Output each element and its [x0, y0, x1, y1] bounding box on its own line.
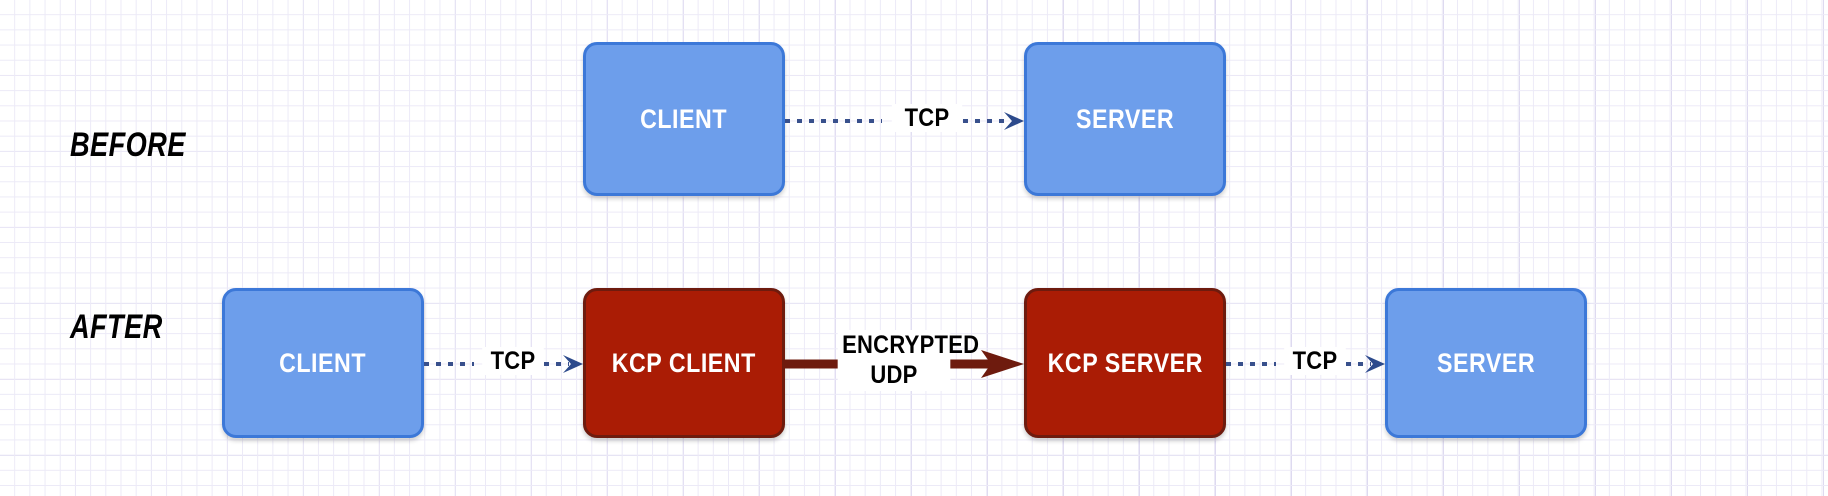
node-after-server[interactable]: SERVER — [1385, 288, 1587, 438]
node-kcp-client[interactable]: KCP CLIENT — [583, 288, 785, 438]
node-label: KCP CLIENT — [611, 347, 757, 378]
edge-label-line-1: ENCRYPTED — [842, 331, 980, 359]
node-before-server[interactable]: SERVER — [1024, 42, 1226, 196]
node-kcp-server[interactable]: KCP SERVER — [1024, 288, 1226, 438]
edge-label-after-tcp-left: TCP — [482, 347, 544, 376]
connector-after-tcp-right — [1226, 355, 1385, 373]
node-label: SERVER — [1075, 103, 1175, 134]
edge-label-before-tcp: TCP — [891, 104, 963, 133]
row-caption-before: BEFORE — [70, 126, 186, 164]
edge-label-encrypted-udp: ENCRYPTED UDP — [837, 330, 979, 391]
connector-after-tcp-left — [424, 355, 583, 373]
node-before-client[interactable]: CLIENT — [583, 42, 785, 196]
node-label: KCP SERVER — [1047, 347, 1203, 378]
edge-label-after-tcp-right: TCP — [1284, 347, 1346, 376]
edge-label-line-2: UDP — [870, 360, 918, 389]
node-label: CLIENT — [279, 347, 367, 378]
row-caption-after: AFTER — [70, 308, 163, 346]
node-label: SERVER — [1436, 347, 1536, 378]
node-after-client[interactable]: CLIENT — [222, 288, 424, 438]
node-label: CLIENT — [640, 103, 728, 134]
